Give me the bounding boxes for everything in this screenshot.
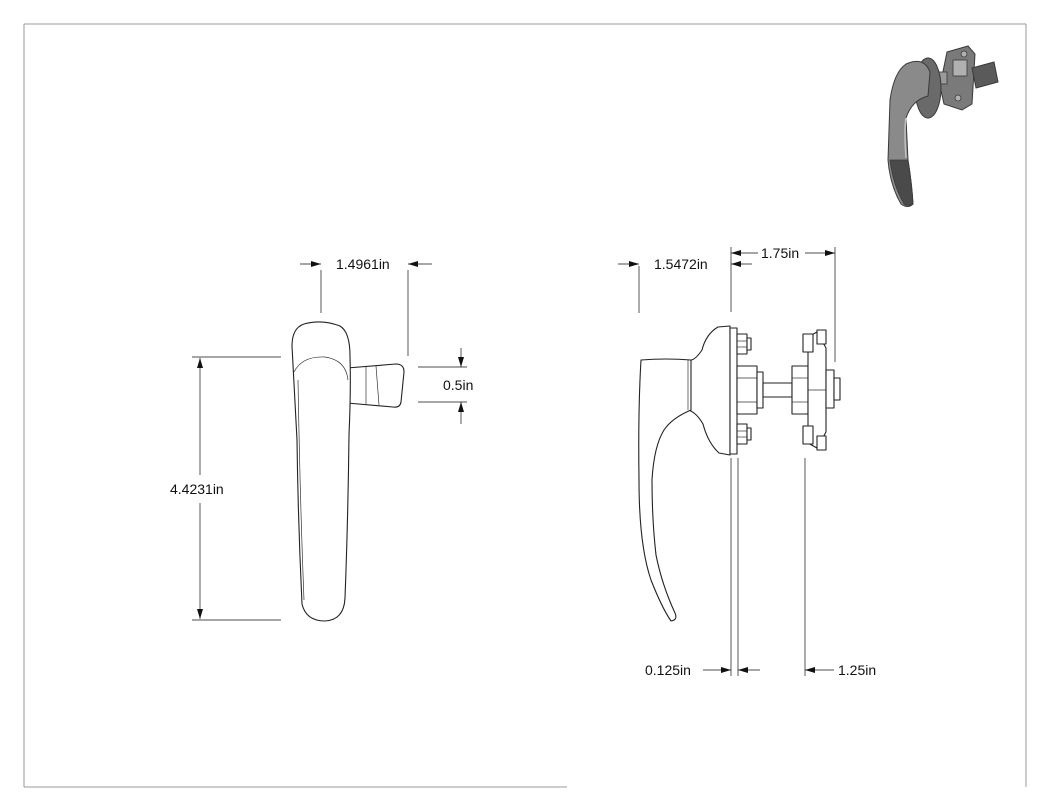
dim-side-plate: 0.125in bbox=[645, 662, 691, 678]
front-handle bbox=[291, 321, 351, 622]
dim-front-cam: 0.5in bbox=[443, 377, 473, 393]
front-cam-boss bbox=[346, 363, 405, 408]
side-mount-plate bbox=[729, 327, 738, 455]
side-bottom-bolt bbox=[736, 423, 752, 445]
side-spindle bbox=[762, 382, 793, 398]
side-top-bolt bbox=[736, 333, 752, 355]
dim-side-depth: 1.5472in bbox=[654, 256, 708, 272]
side-view bbox=[638, 325, 841, 622]
isometric-preview bbox=[887, 45, 999, 207]
dim-side-spacing: 1.25in bbox=[838, 662, 876, 678]
front-dimensions: 1.4961in 4.4231in 0.5in bbox=[170, 256, 473, 621]
dim-front-height: 4.4231in bbox=[170, 481, 224, 497]
sheet-border bbox=[23, 23, 1027, 788]
side-rosette bbox=[687, 325, 731, 456]
dim-side-offset: 1.75in bbox=[761, 245, 799, 261]
side-hub-nut bbox=[736, 365, 764, 415]
side-handle bbox=[638, 358, 692, 622]
dim-front-width: 1.4961in bbox=[336, 256, 390, 272]
side-dimensions: 1.5472in 1.75in 0.125in 1.25in bbox=[618, 245, 876, 678]
side-cam-assembly bbox=[791, 329, 841, 451]
front-view bbox=[291, 321, 405, 622]
